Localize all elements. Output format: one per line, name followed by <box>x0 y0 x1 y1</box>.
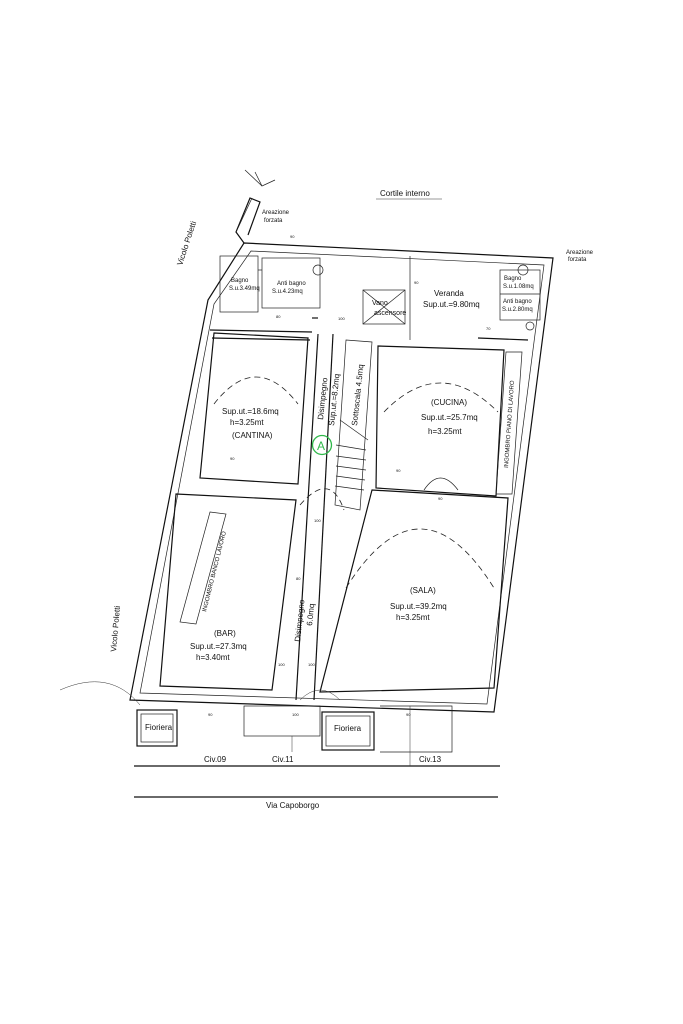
cantina-name: (CANTINA) <box>232 431 273 440</box>
labels: Cortile interno Vicolo Poletti Vicolo Po… <box>109 189 594 810</box>
antibagno-name: Anti bagno <box>277 281 306 287</box>
forced-ventilation-right-1: Areazione <box>566 250 594 256</box>
bagno-small-area: S.u.1.08mq <box>503 284 534 290</box>
svg-text:80: 80 <box>296 576 301 581</box>
svg-text:90: 90 <box>406 712 411 717</box>
cucina-worktop-label: INGOMBRO PIANO DI LAVORO <box>504 380 516 468</box>
street-label: Via Capoborgo <box>266 801 320 810</box>
svg-text:90: 90 <box>208 712 213 717</box>
cantina-area: Sup.ut.=18.6mq <box>222 407 279 416</box>
cucina-area: Sup.ut.=25.7mq <box>421 413 478 422</box>
bagno-name: Bagno <box>231 278 249 284</box>
svg-text:100: 100 <box>308 662 315 667</box>
sala-area: Sup.ut.=39.2mq <box>390 602 447 611</box>
cucina-name: (CUCINA) <box>431 398 467 407</box>
svg-text:90: 90 <box>438 496 443 501</box>
disimpegno-lower-name: Disimpegno <box>293 599 306 642</box>
bar-worktop-label: INGOMBRO BANCO LAVORO <box>202 531 228 613</box>
svg-text:100: 100 <box>338 316 345 321</box>
svg-text:70: 70 <box>486 326 491 331</box>
veranda-area: Sup.ut.=9.80mq <box>423 300 480 309</box>
disimpegno-upper-name: Disimpegno <box>316 377 329 420</box>
street-front <box>134 705 500 798</box>
elevator-label-2: ascensore <box>374 310 406 317</box>
civico-09: Civ.09 <box>204 755 227 764</box>
bagno-area: S.u.3.49mq <box>229 286 260 292</box>
forced-ventilation-left-2: forzata <box>264 218 283 224</box>
sottoscala-label: Sottoscala 4.5mq <box>350 364 365 426</box>
fioriera-right-label: Fioriera <box>334 724 362 733</box>
section-marker: A <box>311 434 333 456</box>
svg-text:90: 90 <box>290 234 295 239</box>
forced-ventilation-right-2: forzata <box>568 257 587 263</box>
section-marker-letter: A <box>317 439 325 453</box>
bagno-small-name: Bagno <box>504 276 522 282</box>
alley-left-label: Vicolo Poletti <box>109 605 122 652</box>
disimpegno-upper-area: Sup.ut.=8.2mq <box>327 373 341 426</box>
sala-height: h=3.25mt <box>396 613 430 622</box>
svg-text:100: 100 <box>278 662 285 667</box>
cucina-height: h=3.25mt <box>428 427 462 436</box>
svg-text:80: 80 <box>276 314 281 319</box>
vault-arcs <box>213 376 499 589</box>
forced-ventilation-left-1: Areazione <box>262 210 290 216</box>
svg-text:100: 100 <box>292 712 299 717</box>
elevator-label-1: Vano <box>372 300 388 307</box>
civico-13: Civ.13 <box>419 755 442 764</box>
civico-11: Civ.11 <box>272 755 294 764</box>
bar-name: (BAR) <box>214 629 236 638</box>
door-swings <box>59 264 535 706</box>
svg-text:100: 100 <box>314 518 321 523</box>
antibagno-small-name: Anti bagno <box>503 299 532 305</box>
dimension-ticks: 90 90 100 80 90 100 90 80 90 100 90 100 … <box>208 234 491 717</box>
svg-text:90: 90 <box>414 280 419 285</box>
svg-text:90: 90 <box>230 456 235 461</box>
antibagno-area: S.u.4.23mq <box>272 289 303 295</box>
bar-height: h=3.40mt <box>196 653 230 662</box>
corner-projection <box>235 169 276 244</box>
svg-text:90: 90 <box>396 468 401 473</box>
antibagno-small-area: S.u.2.80mq <box>502 307 533 313</box>
alley-top-label: Vicolo Poletti <box>175 220 198 267</box>
fioriera-left-label: Fioriera <box>145 723 173 732</box>
sala-name: (SALA) <box>410 586 436 595</box>
interior-walls <box>159 255 541 701</box>
bar-area: Sup.ut.=27.3mq <box>190 642 247 651</box>
cantina-height: h=3.25mt <box>230 418 264 427</box>
courtyard-label: Cortile interno <box>380 189 430 198</box>
veranda-name: Veranda <box>434 289 464 298</box>
disimpegno-lower-area: 6.0mq <box>305 603 316 626</box>
